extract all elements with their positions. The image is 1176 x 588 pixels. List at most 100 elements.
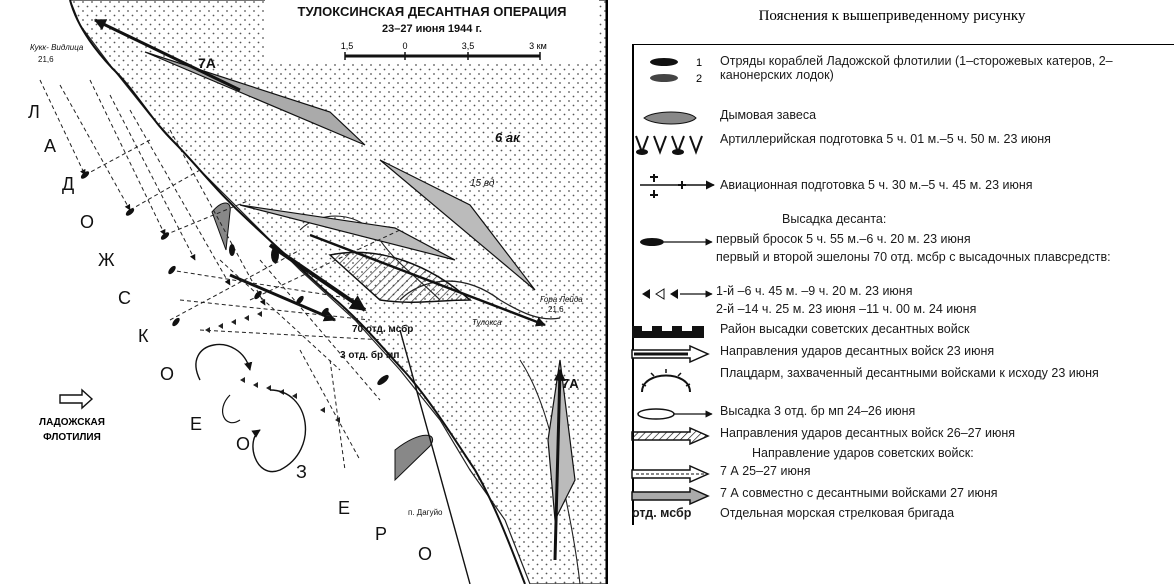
arrow-landing [268,243,367,312]
flotilla-label: ЛАДОЖСКАЯ [39,417,105,428]
lake-letter: Е [338,498,350,518]
legend-row-7a: 7 А 25–27 июня [612,464,1172,484]
map-dates: 23–27 июня 1944 г. [382,23,482,35]
legend-text: первый и второй эшелоны 70 отд. мсбр с в… [716,250,1111,264]
legend-row-echelon-2: 2-й –14 ч. 25 м. 23 июня –11 ч. 00 м. 24… [612,302,1172,322]
legend-text: Авиационная подготовка 5 ч. 30 м.–5 ч. 4… [720,178,1033,192]
scale-tick: 3 км [529,41,547,51]
7a-symbol [631,464,710,484]
lake-letter: С [118,288,131,308]
maneuver-loop [195,343,253,381]
label-7a-north: 7А [198,55,216,71]
road [399,329,471,585]
ships-symbol: 1 2 [650,57,702,85]
bridgehead-hatched [328,251,472,303]
title-box [265,0,599,64]
echelon-symbol [642,288,713,300]
lake-letter: О [80,212,94,232]
legend-row-3-brigade: Высадка 3 отд. бр мп 24–26 июня [612,404,1172,424]
arrow-7a-north [93,18,241,92]
legend-text: Высадка 3 отд. бр мп 24–26 июня [720,404,916,418]
legend-row-aviation: Авиационная подготовка 5 ч. 30 м.–5 ч. 4… [612,168,1172,202]
legend-text: Район высадки советских десантных войск [720,322,970,336]
artillery-symbol [635,135,703,155]
smoke-screen [394,434,433,482]
legend-text: Направления ударов десантных войск 23 ию… [720,344,995,358]
legend-row-artillery: Артиллерийская подготовка 5 ч. 01 м.–5 ч… [612,132,1172,158]
attack-23-symbol [631,344,710,364]
legend-row-attack-23: Направления ударов десантных войск 23 ию… [612,344,1172,364]
first-wave-symbol [640,238,713,246]
label-3-brigade: 3 отд. бр мп [340,349,399,361]
legend-text: Плацдарм, захваченный десантными войскам… [720,366,1099,380]
lake-letter: К [138,326,149,346]
legend-text: Отдельная морская стрелковая бригада [720,506,955,520]
ship-routes [39,79,401,471]
smoke-screen [211,202,231,251]
7a-joint-symbol [631,486,710,506]
lake-letter: О [418,544,432,564]
bridgehead-symbol [641,369,691,393]
legend-text: Направления ударов десантных войск 26–27… [720,426,1016,440]
scale-tick: 3,5 [462,41,475,51]
scale-tick: 0 [402,41,407,51]
lake-letter: О [236,434,250,454]
scale-tick: 1,5 [341,41,354,51]
attack-wedge [379,159,536,291]
legend-text: 2-й –14 ч. 25 м. 23 июня –11 ч. 00 м. 24… [716,302,977,316]
legend-row-ships: 1 2 Отряды кораблей Ладожской флотилии (… [612,54,1172,90]
legend-frame [632,44,1174,525]
label-height: 21,6 [548,305,564,314]
ships-num-2: 2 [696,73,702,85]
label-place-north: Кукк- Видлица [30,43,84,52]
legend-text: Дымовая завеса [720,108,817,122]
label-6-corps: 6 ак [495,130,521,145]
legend-text: 1-й –6 ч. 45 м. –9 ч. 20 м. 23 июня [716,284,913,298]
legend-row-soviet-header: Направление ударов советских войск: [612,446,1172,466]
legend-text: 7 А 25–27 июня [720,464,811,478]
legend-subheading: Направление ударов советских войск: [752,446,974,460]
legend-row-landing-header: Высадка десанта: [612,212,1172,232]
label-place-bottom: п. Дагуйо [408,508,443,517]
legend-text: Артиллерийская подготовка 5 ч. 01 м.–5 ч… [720,132,1051,146]
aviation-symbol [640,174,715,198]
lake-letter: Д [62,174,74,194]
arrow-to-tuloksa [309,233,546,327]
operation-map: ТУЛОКСИНСКАЯ ДЕСАНТНАЯ ОПЕРАЦИЯ 23–27 ию… [28,0,607,585]
legend-row-echelon-1: 1-й –6 ч. 45 м. –9 ч. 20 м. 23 июня [612,284,1172,304]
lake-letter: Л [28,102,40,122]
map-title: ТУЛОКСИНСКАЯ ДЕСАНТНАЯ ОПЕРАЦИЯ [298,4,567,19]
attack-wedge [144,51,366,146]
legend-row-landing-area: Район высадки советских десантных войск [612,322,1172,342]
label-70-brigade: 70 отд. мсбр [352,323,413,335]
scale-bar: 1,5 0 3,5 3 км [341,41,547,60]
label-7a-south: 7А [562,376,579,391]
flotilla-marker: ЛАДОЖСКАЯ ФЛОТИЛИЯ [39,388,105,443]
legend-row-first-wave: первый бросок 5 ч. 55 м.–6 ч. 20 м. 23 и… [612,232,1172,252]
attack-wedge [239,204,456,261]
lake-name: Л А Д О Ж С К О Е О З Е Р О [28,102,432,564]
brigade-landing-symbol [637,408,713,420]
legend-text: первый бросок 5 ч. 55 м.–6 ч. 20 м. 23 и… [716,232,971,246]
lake-letter: Р [375,524,387,544]
legend-abbr: отд. мсбр [632,506,692,520]
legend-subheading: Высадка десанта: [782,212,887,226]
ship-markers [80,171,389,386]
map-border [606,0,608,584]
legend-title: Пояснения к вышеприведенному рисунку [758,8,1026,24]
lake-letter: Е [190,414,202,434]
label-place-tuloksa: Тулокса [472,318,502,327]
legend-row-bridgehead: Плацдарм, захваченный десантными войскам… [612,366,1172,398]
maneuver-loop [222,394,241,424]
label-15-div: 15 вд [470,178,495,189]
lake-letter: А [44,136,56,156]
arrow-7a-southern [553,368,566,561]
legend-panel: Пояснения к вышеприведенному рисунку 1 2… [612,0,1174,584]
legend-text: 7 А совместно с десантными войсками 27 и… [720,486,998,500]
lake-letter: З [296,462,307,482]
legend-row-echelons: первый и второй эшелоны 70 отд. мсбр с в… [612,250,1172,282]
flotilla-label: ФЛОТИЛИЯ [43,432,101,443]
legend-row-abbr: отд. мсбр Отдельная морская стрелковая б… [612,506,1172,526]
lake-letter: О [160,364,174,384]
lake-letter: Ж [98,250,115,270]
